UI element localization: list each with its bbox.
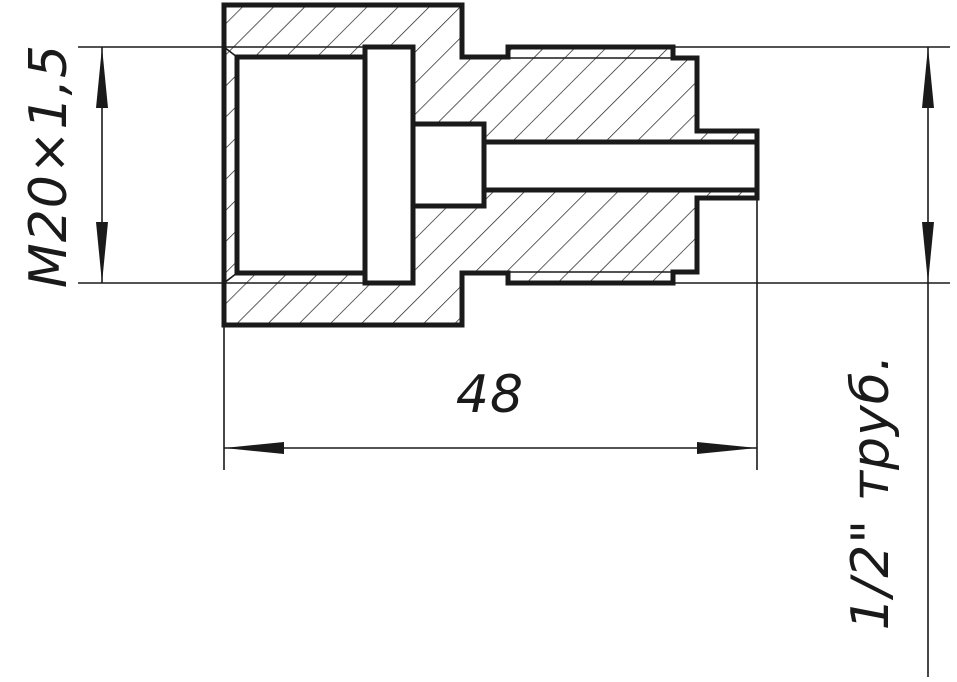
arrow-down-icon — [96, 222, 108, 283]
arrow-up-icon — [922, 47, 934, 108]
arrow-down-icon — [922, 222, 934, 283]
chamfer-top — [223, 46, 238, 58]
arrow-right-icon — [697, 442, 757, 454]
thread-size-label: M20×1,5 — [19, 44, 79, 288]
section-hatching — [224, 5, 757, 325]
length-label: 48 — [456, 365, 524, 425]
inner-bore-contour — [234, 44, 760, 286]
arrow-left-icon — [224, 442, 284, 454]
chamfer-bottom — [223, 272, 238, 284]
arrow-up-icon — [96, 47, 108, 108]
pipe-thread-label: 1/2" труб. — [841, 354, 901, 631]
